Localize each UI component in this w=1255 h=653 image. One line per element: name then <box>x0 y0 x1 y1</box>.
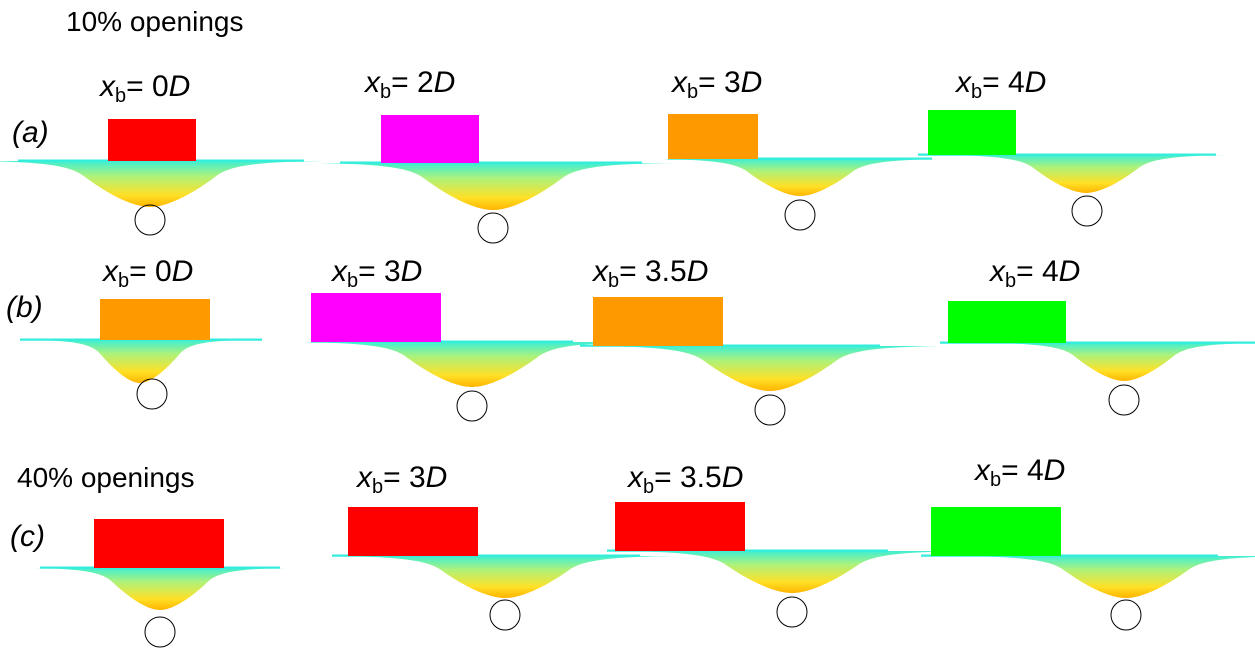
panel-r0p1 <box>313 115 673 244</box>
panel-label-a4: xb= 4D <box>956 66 1047 103</box>
panel-r1p1 <box>299 293 645 422</box>
settlement-trough <box>313 161 673 210</box>
settlement-trough <box>20 338 262 383</box>
settlement-trough <box>918 153 1226 193</box>
tunnel-circle <box>144 616 176 648</box>
settlement-trough <box>660 157 940 196</box>
panel-label-c4: xb= 4D <box>975 454 1066 491</box>
panel-label-c2: xb= 3D <box>357 461 448 498</box>
settlement-trough <box>332 554 673 598</box>
settlement-trough <box>607 549 965 593</box>
panel-label-a2: xb= 2D <box>365 66 456 103</box>
panel-label-b1: xb= 0D <box>103 255 194 292</box>
panel-r0p0 <box>0 119 323 236</box>
panel-r2p0 <box>35 519 285 648</box>
building-block <box>108 119 196 161</box>
panel-label-b2: xb= 3D <box>332 255 423 292</box>
building-block <box>311 293 441 342</box>
panel-r2p1 <box>332 507 673 631</box>
heading-40-percent: 40% openings <box>17 462 195 493</box>
tunnel-circle <box>1110 599 1142 631</box>
building-block <box>928 110 1016 155</box>
panel-label-a1: xb= 0D <box>100 70 191 107</box>
tunnel-circle <box>784 199 816 231</box>
building-block <box>931 507 1061 556</box>
tunnel-circle <box>1108 384 1140 416</box>
tunnel-circle <box>489 599 521 631</box>
row-label-b: (b) <box>6 291 43 324</box>
tunnel-circle <box>776 596 808 628</box>
building-block <box>668 114 758 159</box>
panel-r0p2 <box>660 114 940 231</box>
tunnel-circle <box>477 212 509 244</box>
panel-r1p2 <box>580 297 943 426</box>
panel-r2p3 <box>921 507 1255 631</box>
settlement-trough <box>299 340 645 387</box>
heading-10-percent: 10% openings <box>66 6 244 37</box>
settlement-trough <box>580 344 943 391</box>
panel-label-c3: xb= 3.5D <box>628 461 744 498</box>
building-block <box>94 519 224 568</box>
tunnel-circle <box>134 204 166 236</box>
panel-label-a3: xb= 3D <box>672 66 763 103</box>
tunnel-circle <box>1071 195 1103 227</box>
building-block <box>381 115 479 163</box>
panel-r0p3 <box>918 110 1226 227</box>
row-label-a: (a) <box>12 116 49 149</box>
panel-label-b3: xb= 3.5D <box>593 255 709 292</box>
settlement-trough <box>35 566 285 610</box>
building-block <box>593 297 723 346</box>
building-block <box>948 301 1066 343</box>
panel-label-b4: xb= 4D <box>990 255 1081 292</box>
building-block <box>100 299 210 340</box>
row-label-c: (c) <box>10 520 45 553</box>
panel-r1p0 <box>20 299 262 410</box>
panel-r1p3 <box>940 301 1255 416</box>
settlement-trough <box>940 341 1255 381</box>
panel-r2p2 <box>607 502 965 628</box>
building-block <box>348 507 478 556</box>
settlement-trough <box>0 159 323 207</box>
tunnel-circle <box>456 390 488 422</box>
settlement-trough <box>921 554 1255 598</box>
tunnel-circle <box>136 378 168 410</box>
tunnel-circle <box>754 394 786 426</box>
building-block <box>615 502 745 551</box>
